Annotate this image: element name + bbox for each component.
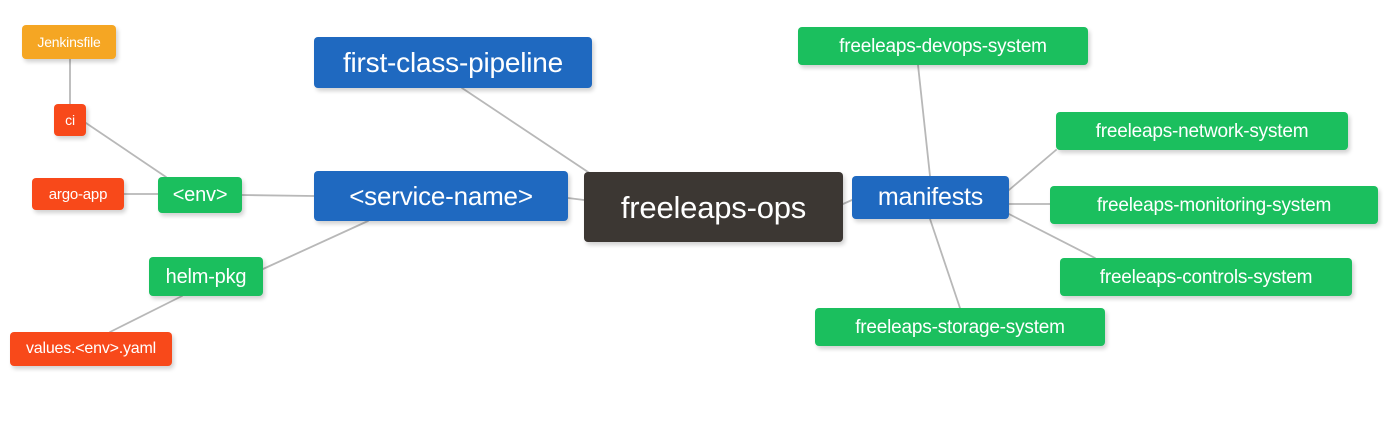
node-freeleaps-monitoring-system[interactable]: freeleaps-monitoring-system <box>1050 186 1378 224</box>
edge-manifests-to-freeleaps-network-system <box>1008 149 1057 191</box>
node-manifests[interactable]: manifests <box>852 176 1009 219</box>
edge-freeleaps-ops-to-service-name <box>567 197 585 201</box>
node-label-service-name: <service-name> <box>349 181 533 211</box>
node-label-manifests: manifests <box>877 183 984 211</box>
node-label-env: <env> <box>172 184 228 206</box>
node-label-first-class-pipeline: first-class-pipeline <box>342 46 564 78</box>
node-values-env-yaml[interactable]: values.<env>.yaml <box>10 332 172 366</box>
node-ci[interactable]: ci <box>54 104 86 136</box>
node-freeleaps-ops[interactable]: freeleaps-ops <box>584 172 843 242</box>
node-label-argo-app: argo-app <box>48 185 108 203</box>
edge-helm-pkg-to-values-env-yaml <box>109 295 183 333</box>
node-jenkinsfile[interactable]: Jenkinsfile <box>22 25 116 59</box>
node-label-freeleaps-monitoring-system: freeleaps-monitoring-system <box>1096 194 1332 216</box>
node-first-class-pipeline[interactable]: first-class-pipeline <box>314 37 592 88</box>
edge-manifests-to-freeleaps-storage-system <box>929 218 961 309</box>
node-label-freeleaps-storage-system: freeleaps-storage-system <box>855 316 1065 338</box>
edge-manifests-to-freeleaps-devops-system <box>917 64 931 177</box>
node-label-freeleaps-devops-system: freeleaps-devops-system <box>839 35 1047 57</box>
node-env[interactable]: <env> <box>158 177 242 213</box>
node-argo-app[interactable]: argo-app <box>32 178 124 210</box>
node-freeleaps-storage-system[interactable]: freeleaps-storage-system <box>815 308 1105 346</box>
node-label-ci: ci <box>65 112 75 128</box>
node-label-freeleaps-controls-system: freeleaps-controls-system <box>1099 266 1313 288</box>
edge-freeleaps-ops-to-first-class-pipeline <box>461 87 601 181</box>
node-label-helm-pkg: helm-pkg <box>165 265 247 288</box>
node-label-freeleaps-network-system: freeleaps-network-system <box>1095 120 1309 142</box>
node-service-name[interactable]: <service-name> <box>314 171 568 221</box>
edge-service-name-to-helm-pkg <box>262 220 369 270</box>
edge-env-to-ci <box>85 122 167 178</box>
node-freeleaps-controls-system[interactable]: freeleaps-controls-system <box>1060 258 1352 296</box>
node-freeleaps-devops-system[interactable]: freeleaps-devops-system <box>798 27 1088 65</box>
edge-freeleaps-ops-to-manifests <box>842 199 853 205</box>
node-label-jenkinsfile: Jenkinsfile <box>37 34 101 50</box>
node-label-freeleaps-ops: freeleaps-ops <box>620 189 807 225</box>
node-freeleaps-network-system[interactable]: freeleaps-network-system <box>1056 112 1348 150</box>
edge-service-name-to-env <box>241 194 315 197</box>
node-helm-pkg[interactable]: helm-pkg <box>149 257 263 296</box>
node-label-values-env-yaml: values.<env>.yaml <box>25 340 156 357</box>
